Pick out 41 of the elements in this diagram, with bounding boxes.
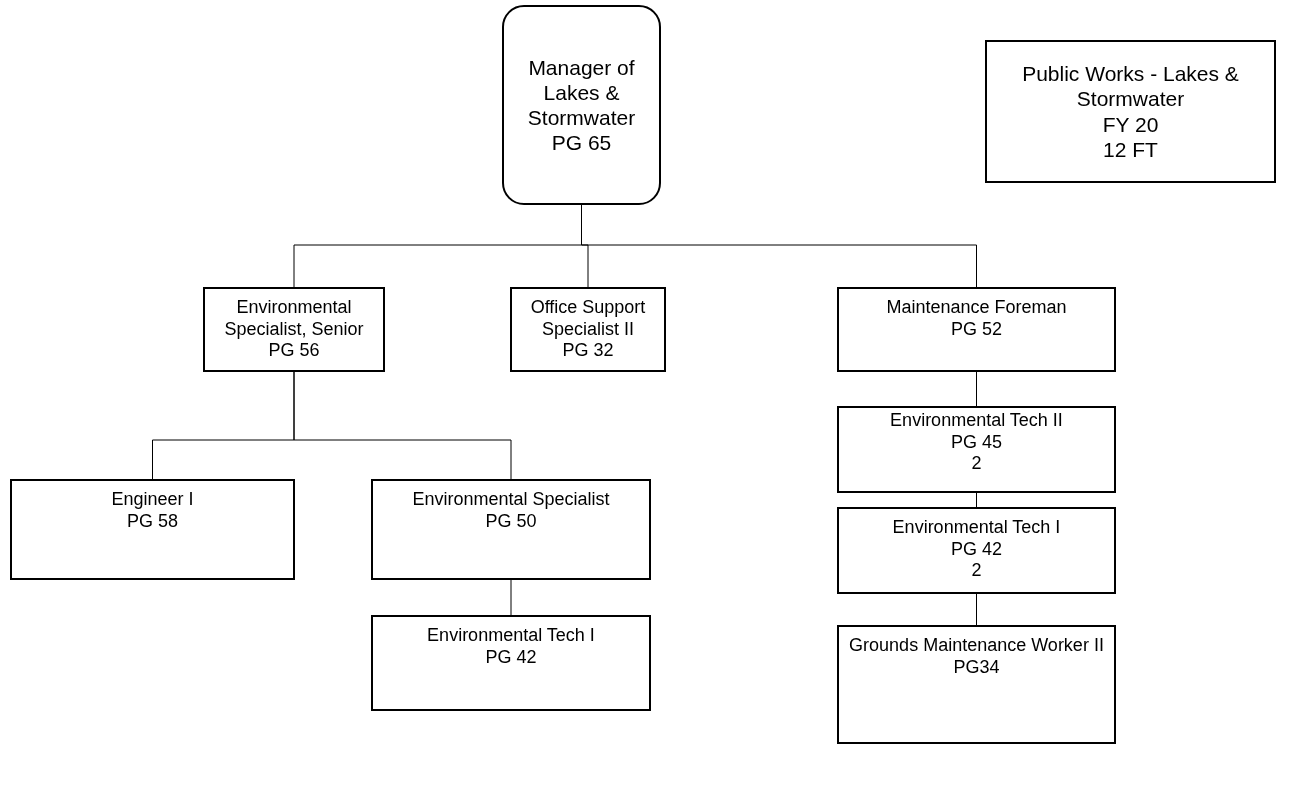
box-text: PG 50 — [485, 510, 537, 533]
box-text: PG 45 — [951, 431, 1002, 454]
box-text: Environmental Tech I — [892, 517, 1061, 539]
box-text: PG 52 — [951, 318, 1002, 341]
connector-line — [510, 579, 512, 616]
box-text: PG 58 — [127, 510, 178, 533]
box-text: PG 42 — [485, 646, 537, 669]
connector-line — [293, 371, 512, 480]
box-text: PG34 — [953, 656, 1000, 679]
box-text: FY 20 — [1102, 111, 1159, 137]
connector-line — [976, 593, 977, 626]
box-text: Maintenance Foreman — [886, 297, 1067, 319]
box-text: PG 32 — [562, 340, 614, 362]
org-box — [837, 406, 1116, 493]
org-box — [371, 615, 651, 711]
box-text: 12 FT — [1103, 136, 1158, 162]
org-box — [371, 479, 651, 580]
box-text: 2 — [971, 453, 982, 475]
org-box — [10, 479, 295, 580]
box-text: Environmental Tech I — [427, 625, 595, 647]
box-text: Environmental Specialist, Senior — [223, 297, 365, 341]
box-text: Grounds Maintenance Worker II — [849, 635, 1104, 657]
box-text: Office Support Specialist II — [529, 297, 647, 341]
connector-line — [976, 371, 977, 407]
box-text: 2 — [971, 560, 982, 582]
box-text: Engineer I — [111, 489, 194, 511]
box-text: Environmental Tech II — [890, 410, 1063, 432]
box-text: Public Works - Lakes & Stormwater — [1021, 61, 1240, 112]
org-box — [203, 287, 385, 372]
org-box — [837, 287, 1116, 372]
box-text: PG 56 — [268, 340, 320, 362]
org-box — [985, 40, 1276, 183]
org-box — [837, 507, 1116, 594]
connector-line — [976, 492, 977, 508]
box-text: Environmental Specialist — [412, 489, 610, 511]
box-text: Manager of Lakes & Stormwater — [526, 54, 637, 131]
box-text: PG 65 — [551, 130, 612, 156]
box-text: PG 42 — [951, 538, 1002, 561]
org-box — [510, 287, 666, 372]
org-box — [837, 625, 1116, 744]
org-box — [502, 5, 661, 205]
